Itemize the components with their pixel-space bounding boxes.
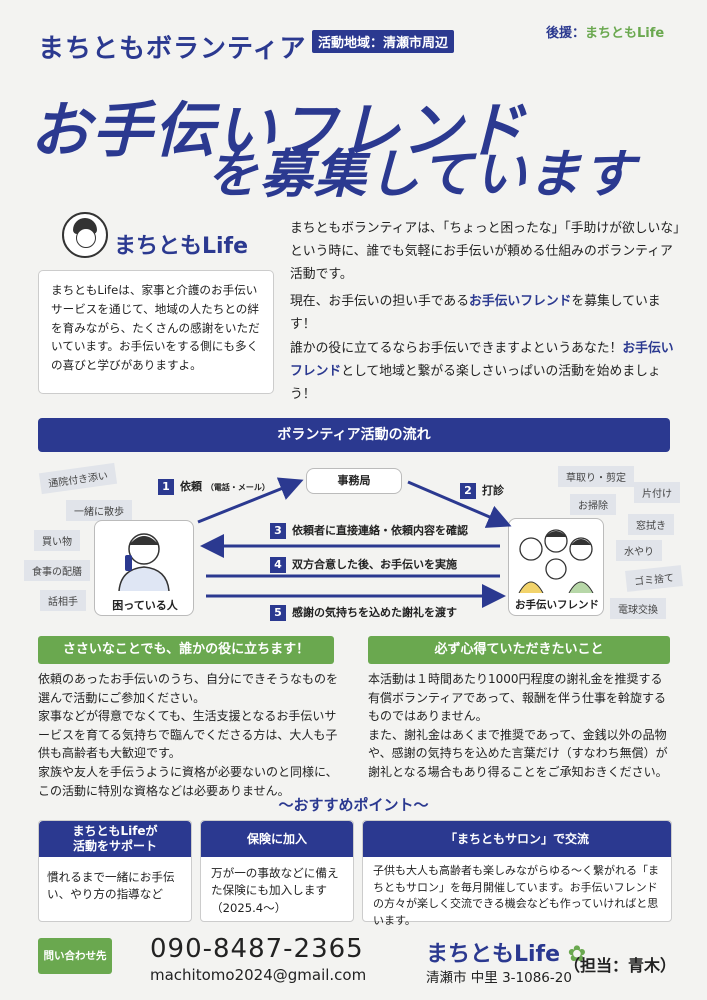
tag-cleaning: お掃除 [570, 494, 616, 515]
volunteers-group-icon [518, 529, 594, 594]
card-support-head: まちともLifeが 活動をサポート [39, 821, 191, 857]
card-salon-head: 「まちともサロン」で交流 [363, 821, 671, 857]
points-right-text: 本活動は１時間あたり1000円程度の謝礼金を推奨する有償ボランティアであって、報… [368, 672, 668, 779]
footer-logo: まちともLife ✿ [426, 942, 587, 967]
main-title-line2: を募集しています [206, 145, 637, 205]
tag-meal: 食事の配膳 [24, 560, 90, 581]
intro-paragraph-1: まちともボランティアは、「ちょっと困ったな」「手助けが欲しいな」という時に、誰で… [290, 221, 680, 282]
email-address[interactable]: machitomo2024@gmail.com [150, 966, 367, 984]
office-node: 事務局 [306, 468, 402, 494]
intro-box: まちともLifeは、家事と介護のお手伝いサービスを通じて、地域の人たちとの絆を育… [38, 270, 274, 394]
points-right-title: 必ず心得ていただきたいこと [368, 636, 670, 664]
contact-label: 問い合わせ先 [38, 938, 112, 974]
points-left-title: ささいなことでも、誰かの役に立ちます！ [38, 636, 334, 664]
tag-shopping: 買い物 [34, 530, 80, 551]
client-node: 困っている人 [94, 520, 194, 616]
card-support-body: 慣れるまで一緒にお手伝い、やり方の指導など [47, 870, 175, 902]
sponsor-label: 後援： [546, 26, 586, 41]
card-insurance-body: 万が一の事故などに備えた保険にも加入します （2025.4〜） [211, 866, 339, 915]
intro-paragraph-2: 現在、お手伝いの担い手であるお手伝いフレンドを募集しています！ [290, 294, 661, 332]
friend-node: お手伝いフレンド [508, 518, 604, 616]
footer-address: 清瀬市 中里 3-1086-20 [426, 970, 572, 986]
flow-arrows [197, 477, 512, 608]
card-salon-body: 子供も大人も高齢者も楽しみながらゆる〜く繋がれる「まちともサロン」を毎月開催して… [373, 864, 659, 927]
tag-bulb: 電球交換 [610, 598, 666, 619]
sponsor-logo: まちともLife [585, 26, 665, 41]
phone-number[interactable]: 090-8487-2365 [150, 934, 364, 964]
recommend-card-salon: 「まちともサロン」で交流 子供も大人も高齢者も楽しみながらゆる〜く繋がれる「まち… [362, 820, 672, 927]
tag-tidying: 片付け [634, 482, 680, 503]
tag-walk: 一緒に散歩 [66, 500, 132, 521]
machitomo-life-logo: まちともLife [114, 234, 249, 259]
leaf-icon: ✿ [560, 942, 587, 967]
phone-person-icon [118, 533, 170, 592]
recommend-card-insurance: 保険に加入 万が一の事故などに備えた保険にも加入します （2025.4〜） [200, 820, 354, 922]
recommend-card-support: まちともLifeが 活動をサポート 慣れるまで一緒にお手伝い、やり方の指導など [38, 820, 192, 922]
brand-title: まちともボランティア [38, 34, 307, 64]
points-left-text: 依頼のあったお手伝いのうち、自分にできそうなものを選んで活動にご参加ください。 … [38, 672, 339, 798]
intro-paragraph-3: 誰かの役に立てるならお手伝いできますよというあなた！お手伝いフレンドとして地域と… [290, 341, 674, 402]
friend-label: お手伝いフレンド [515, 599, 599, 611]
client-label: 困っている人 [112, 599, 178, 612]
recommend-title: 〜おすすめポイント〜 [278, 796, 429, 814]
tag-window: 窓拭き [628, 514, 674, 535]
main-title-line1: お手伝いフレンド [30, 96, 526, 166]
tag-watering: 水やり [616, 540, 662, 561]
sponsor: 後援：まちともLife [546, 22, 664, 41]
flow-header: ボランティア活動の流れ [38, 418, 670, 452]
tag-weeding: 草取り・剪定 [558, 466, 634, 487]
area-badge: 活動地域：清瀬市周辺 [312, 30, 455, 53]
card-insurance-head: 保険に加入 [201, 821, 353, 857]
person-avatar-icon [62, 212, 108, 258]
tag-talk: 話相手 [40, 590, 86, 611]
contact-person: （担当：青木） [564, 956, 677, 975]
